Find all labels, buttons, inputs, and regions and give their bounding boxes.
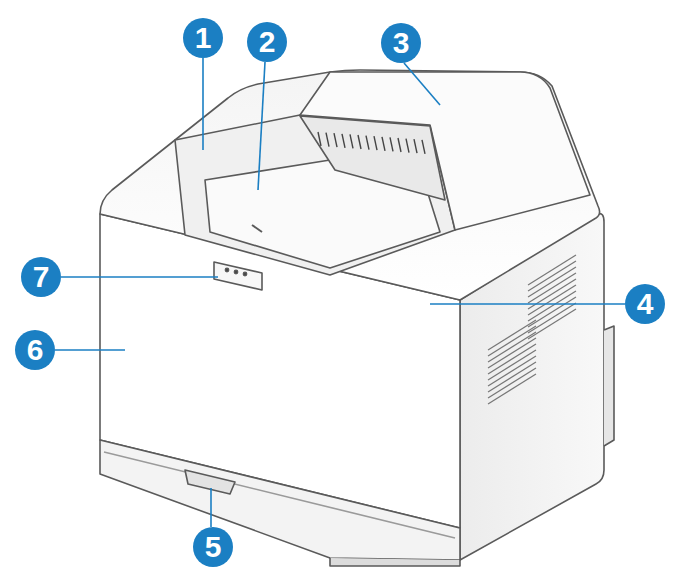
roller-rib <box>422 140 425 154</box>
vent-slot <box>528 303 576 333</box>
leader-line <box>258 62 265 190</box>
roller-rib <box>374 136 377 150</box>
rear-cover <box>300 72 590 230</box>
vent-slot <box>488 320 536 350</box>
leader-line <box>202 58 204 150</box>
vent-slot <box>528 255 576 285</box>
leader-line <box>55 349 125 351</box>
vent-slot <box>488 332 536 362</box>
leader-line <box>430 303 625 305</box>
vent-slot <box>488 374 536 404</box>
top-cover <box>100 70 600 300</box>
panel-led <box>225 268 228 271</box>
vent-slot <box>528 285 576 315</box>
vent-slot <box>488 356 536 386</box>
paper-tray <box>100 440 460 560</box>
panel-led <box>243 272 246 275</box>
roller-rib <box>406 139 409 153</box>
roller-rib <box>342 134 345 148</box>
leader-line <box>61 276 218 278</box>
callout-number: 2 <box>247 22 287 62</box>
vent-slot <box>488 362 536 392</box>
vent-slot <box>528 267 576 297</box>
panel-led <box>234 270 237 273</box>
vent-slot <box>528 291 576 321</box>
vent-slot <box>528 261 576 291</box>
roller-rib <box>358 135 361 149</box>
roller-rib <box>366 136 369 150</box>
callout-number: 1 <box>183 18 223 58</box>
vent-slot <box>488 368 536 398</box>
callout-number: 4 <box>625 284 665 324</box>
roller-rib <box>414 139 417 153</box>
callout-number: 7 <box>21 257 61 297</box>
callout-number: 3 <box>381 23 421 63</box>
callout-number: 6 <box>15 330 55 370</box>
callout-number: 5 <box>193 527 233 567</box>
vent-slot <box>488 344 536 374</box>
vent-slot <box>528 297 576 327</box>
support-tab <box>252 225 262 232</box>
roller-rib <box>318 132 321 146</box>
roller-rib <box>334 133 337 147</box>
vent-slot <box>488 326 536 356</box>
roller-rib <box>398 138 401 152</box>
tray-handle <box>185 470 235 494</box>
roller-rib <box>382 137 385 151</box>
roller-rib <box>350 134 353 148</box>
vent-slot <box>528 273 576 303</box>
vent-slot <box>488 350 536 380</box>
paper-exit <box>300 116 445 200</box>
leader-line <box>210 488 212 527</box>
leader-line <box>404 63 440 105</box>
tray-edge <box>104 452 455 538</box>
roller-rib <box>326 133 329 147</box>
roller-rib <box>390 137 393 151</box>
vent-slot <box>528 309 576 339</box>
rear-bump <box>604 326 614 446</box>
output-tray <box>175 115 455 275</box>
printer-foot <box>330 558 460 566</box>
control-panel <box>214 262 262 290</box>
vent-slot <box>488 338 536 368</box>
